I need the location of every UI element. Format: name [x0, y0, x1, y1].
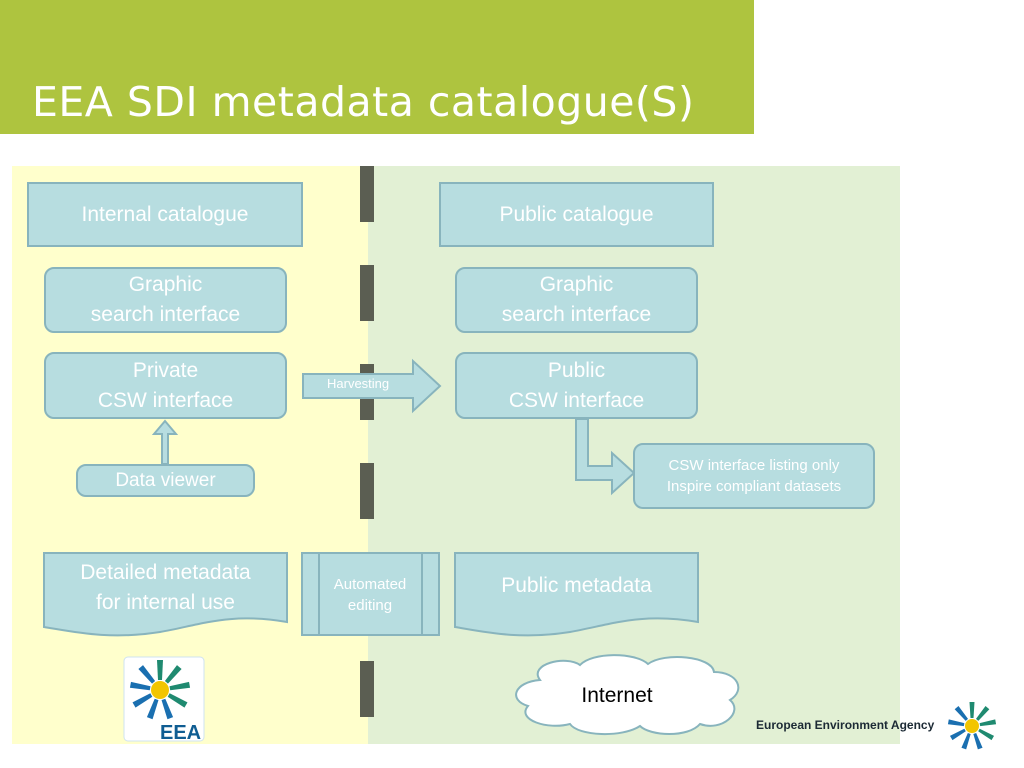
automated-editing-label: Automated editing [333, 576, 407, 614]
data-viewer-up-arrow [151, 419, 179, 465]
private-csw-label: Private CSW interface [97, 358, 234, 412]
public-metadata-shape [454, 552, 699, 637]
automated-editing-box [301, 552, 440, 636]
internet-cloud-icon [515, 654, 740, 736]
data-viewer-box: Data viewer [76, 464, 255, 497]
eea-logo-text: EEA [160, 722, 202, 744]
divider-dash [360, 661, 374, 717]
internal-graphic-search-label: Graphic search interface [90, 273, 241, 326]
divider-dash [360, 166, 374, 222]
harvesting-label: Harvesting [327, 376, 390, 391]
detailed-metadata-label: Detailed metadata for internal use [80, 561, 251, 614]
eea-sunburst-logo-icon [123, 656, 205, 742]
public-graphic-search-label: Graphic search interface [501, 273, 652, 326]
page-title: EEA SDI metadata catalogue(S) [32, 78, 695, 126]
detailed-metadata-shape [43, 552, 288, 637]
agency-name: European Environment Agency [756, 718, 935, 732]
public-catalogue-box: Public catalogue [439, 182, 714, 247]
inspire-bent-arrow [575, 418, 636, 496]
public-metadata-label: Public metadata [501, 574, 652, 597]
public-csw-box: Public CSW interface [455, 352, 698, 419]
data-viewer-label: Data viewer [115, 469, 216, 491]
internal-zone [12, 166, 368, 744]
public-catalogue-label: Public catalogue [499, 202, 654, 226]
harvesting-arrow [302, 358, 442, 414]
internal-graphic-search-box: Graphic search interface [44, 267, 287, 333]
title-band [0, 0, 754, 134]
divider-dash [360, 265, 374, 321]
private-csw-box: Private CSW interface [44, 352, 287, 419]
public-graphic-search-box: Graphic search interface [455, 267, 698, 333]
internet-label: Internet [581, 684, 653, 707]
inspire-listing-box: CSW interface listing only Inspire compl… [633, 443, 875, 509]
internal-catalogue-box: Internal catalogue [27, 182, 303, 247]
internal-catalogue-label: Internal catalogue [81, 202, 249, 226]
agency-sunburst-icon [947, 702, 997, 750]
inspire-listing-label: CSW interface listing only Inspire compl… [666, 457, 842, 495]
public-csw-label: Public CSW interface [508, 358, 645, 412]
divider-dash [360, 463, 374, 519]
